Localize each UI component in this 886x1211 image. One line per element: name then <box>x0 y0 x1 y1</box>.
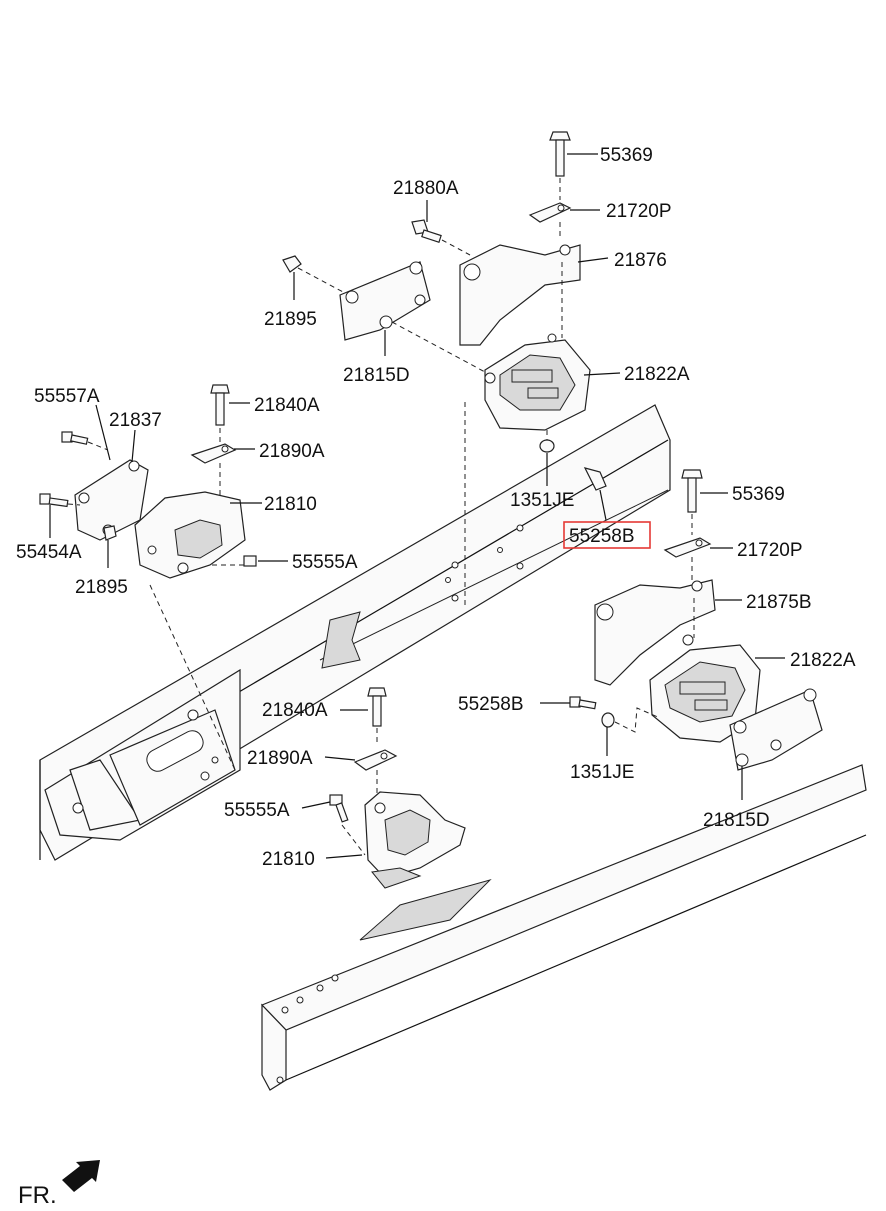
callout-21815d-right: 21815D <box>703 810 770 831</box>
front-arrow-icon <box>62 1160 100 1192</box>
callout-55555a-lower: 55555A <box>224 800 290 821</box>
front-label: FR. <box>18 1182 57 1209</box>
lower-mount-assembly <box>329 687 466 889</box>
callout-21837: 21837 <box>109 410 162 431</box>
callout-55557a: 55557A <box>34 386 100 407</box>
callout-21720p-right: 21720P <box>737 540 803 561</box>
callout-21810-lower: 21810 <box>262 849 315 870</box>
callout-21815d-top: 21815D <box>343 365 410 386</box>
upper-mount-assembly <box>282 131 607 608</box>
left-mount-assembly <box>39 384 257 771</box>
frame-rail <box>39 404 671 861</box>
callout-55555a-top: 55555A <box>292 552 358 573</box>
callout-55369-top: 55369 <box>600 145 653 166</box>
callout-1351je-right: 1351JE <box>570 762 634 783</box>
callout-labels: 55369 21880A 21720P 21876 21895 21815D 2… <box>16 145 856 870</box>
highlight-box <box>563 521 651 549</box>
callout-21840a-top: 21840A <box>254 395 320 416</box>
callout-55258b-highlighted[interactable]: 55258B <box>569 526 635 547</box>
right-mount-assembly <box>569 469 823 771</box>
callout-1351je-top: 1351JE <box>510 490 574 511</box>
cross-rail <box>260 764 867 1091</box>
callout-21875b: 21875B <box>746 592 812 613</box>
callout-55454a: 55454A <box>16 542 82 563</box>
front-orientation: FR. <box>18 1160 100 1209</box>
callout-21880a: 21880A <box>393 178 459 199</box>
callout-21720p-top: 21720P <box>606 201 672 222</box>
leader-lines <box>49 153 785 859</box>
callout-21876: 21876 <box>614 250 667 271</box>
callout-21890a-top: 21890A <box>259 441 325 462</box>
callout-21810-top: 21810 <box>264 494 317 515</box>
callout-21822a-right: 21822A <box>790 650 856 671</box>
callout-55258b-right: 55258B <box>458 694 524 715</box>
callout-21840a-lower: 21840A <box>262 700 328 721</box>
callout-55369-right: 55369 <box>732 484 785 505</box>
callout-21890a-lower: 21890A <box>247 748 313 769</box>
callout-21822a-top: 21822A <box>624 364 690 385</box>
callout-21895-left: 21895 <box>75 577 128 598</box>
callout-21895-top: 21895 <box>264 309 317 330</box>
